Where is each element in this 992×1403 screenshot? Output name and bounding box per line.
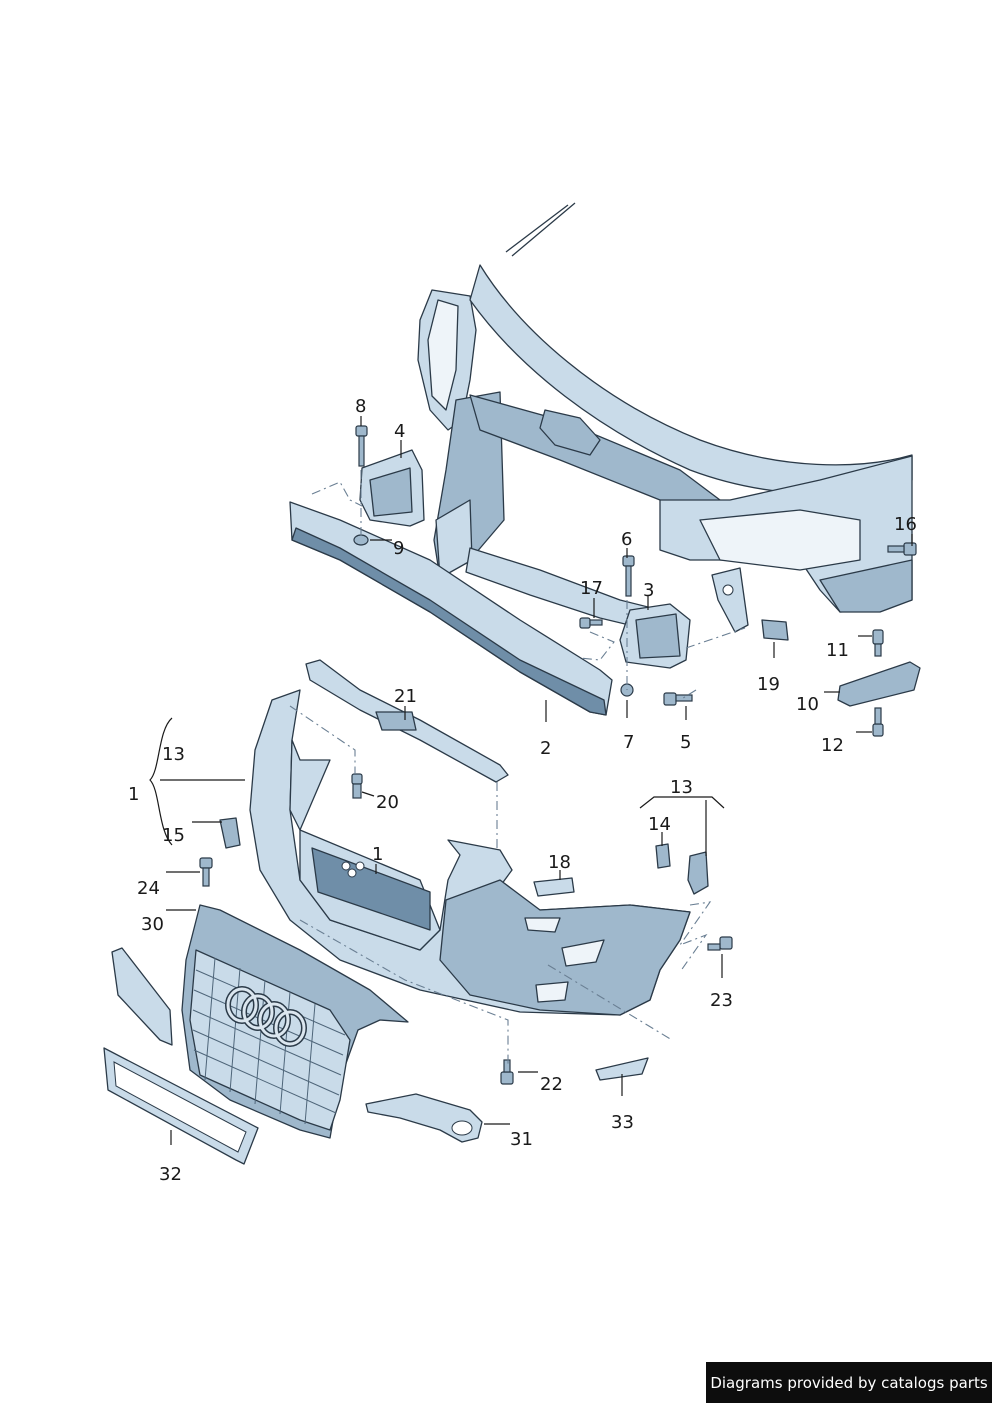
- callout-16: 16: [894, 514, 917, 535]
- callout-18: 18: [548, 852, 571, 873]
- tow-eye-cover-33: [595, 1057, 649, 1081]
- license-plate-holder: [103, 1047, 259, 1165]
- callout-13-left: 13: [162, 744, 185, 765]
- leader-lines: [149, 416, 913, 1145]
- guide-13: [687, 851, 709, 895]
- callout-22: 22: [540, 1074, 563, 1095]
- callout-8: 8: [355, 396, 366, 417]
- callout-19: 19: [757, 674, 780, 695]
- bumper-carrier-bar: [289, 501, 613, 716]
- side-grille-strip: [111, 947, 173, 1046]
- callout-33: 33: [611, 1112, 634, 1133]
- bracket-right-3: [619, 603, 691, 669]
- callout-1: 1: [128, 784, 139, 805]
- callout-numbers: 1 1 2 3 4 5 6 7 8 9 10 11 12 13 13 14 15…: [128, 396, 917, 1185]
- callout-2: 2: [540, 738, 551, 759]
- guide-bracket-21: [305, 659, 509, 783]
- callout-20: 20: [376, 792, 399, 813]
- callout-32: 32: [159, 1164, 182, 1185]
- assembly-lines: [289, 470, 746, 1065]
- callout-24: 24: [137, 878, 160, 899]
- screws: [199, 425, 917, 1085]
- callout-21: 21: [394, 686, 417, 707]
- credit-banner: Diagrams provided by catalogs parts: [706, 1362, 992, 1403]
- callout-7: 7: [623, 732, 634, 753]
- callout-12: 12: [821, 735, 844, 756]
- callout-10: 10: [796, 694, 819, 715]
- tow-eye-cover-18: [533, 877, 575, 897]
- callout-14: 14: [648, 814, 671, 835]
- fog-lamp-trim: [365, 1093, 483, 1143]
- callout-3: 3: [643, 580, 654, 601]
- callout-30: 30: [141, 914, 164, 935]
- callout-31: 31: [510, 1129, 533, 1150]
- callout-4: 4: [394, 421, 405, 442]
- clip-14: [655, 843, 671, 869]
- radiator-grille: [181, 904, 409, 1139]
- callout-1-bumper: 1: [372, 844, 383, 865]
- callout-5: 5: [680, 732, 691, 753]
- front-end-carrier: [417, 202, 913, 633]
- callout-15: 15: [162, 825, 185, 846]
- clip-19: [761, 619, 789, 641]
- callout-11: 11: [826, 640, 849, 661]
- callout-9: 9: [393, 538, 404, 559]
- callout-13-right: 13: [670, 777, 693, 798]
- cover-15: [219, 817, 241, 849]
- callout-17: 17: [580, 578, 603, 599]
- callout-23: 23: [710, 990, 733, 1011]
- bumper-cover: [249, 689, 691, 1016]
- guide-profile-10: [837, 661, 921, 707]
- bracket-left-4: [359, 449, 425, 527]
- callout-6: 6: [621, 529, 632, 550]
